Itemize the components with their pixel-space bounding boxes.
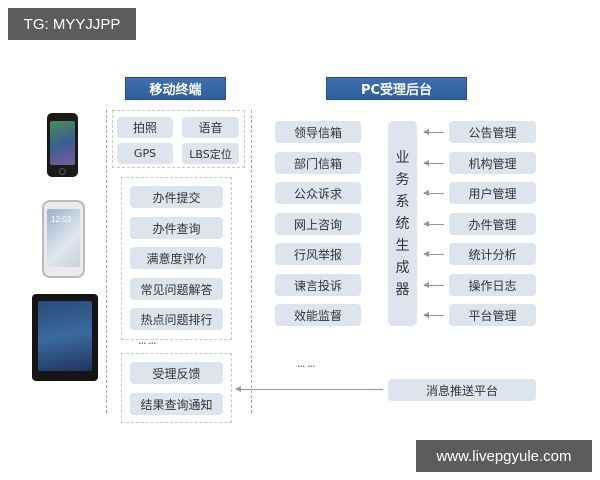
pc-ellipsis: ··· ··· (297, 360, 316, 373)
channel-efficiency-supervision[interactable]: 效能监督 (275, 304, 361, 326)
generator-char: 成 (395, 259, 410, 276)
mgmt-case[interactable]: 办件管理 (449, 213, 536, 235)
iphone-device (47, 113, 78, 177)
clock-text: 12:03 (51, 215, 72, 224)
android-screen: 12:03 (47, 209, 80, 267)
mgmt-platform[interactable]: 平台管理 (449, 304, 536, 326)
mgmt-statistics[interactable]: 统计分析 (449, 243, 536, 265)
channel-dept-mailbox[interactable]: 部门信箱 (275, 152, 361, 174)
push-arrow-left-icon (235, 386, 383, 392)
mobile-left-divider (106, 110, 107, 413)
mgmt-operation-log[interactable]: 操作日志 (449, 274, 536, 296)
generator-char: 务 (395, 171, 410, 188)
function-faq[interactable]: 常见问题解答 (130, 278, 223, 300)
feature-group (112, 110, 245, 168)
watermark-bottom-right: www.livepgyule.com (416, 440, 592, 472)
iphone-screen (50, 121, 75, 165)
ipad-device (32, 294, 98, 381)
mgmt-user[interactable]: 用户管理 (449, 182, 536, 204)
feedback-acceptance[interactable]: 受理反馈 (130, 362, 223, 384)
arrow-left-icon (423, 190, 444, 196)
arrow-left-icon (423, 160, 444, 166)
generator-char: 器 (395, 281, 410, 298)
function-rating[interactable]: 满意度评价 (130, 247, 223, 269)
function-hot-issues[interactable]: 热点问题排行 (130, 308, 223, 330)
feature-voice[interactable]: 语音 (182, 117, 239, 138)
feature-lbs[interactable]: LBS定位 (182, 143, 239, 164)
channel-public-appeal[interactable]: 公众诉求 (275, 182, 361, 204)
function-group (121, 177, 232, 340)
generator-char: 系 (395, 193, 410, 210)
watermark-top-left: TG: MYYJJPP (8, 8, 136, 40)
message-push-platform[interactable]: 消息推送平台 (388, 379, 536, 401)
generator-char: 生 (395, 237, 410, 254)
home-button-icon (59, 168, 66, 175)
arrow-left-icon (423, 282, 444, 288)
generator-char: 业 (395, 149, 410, 166)
channel-complaint[interactable]: 谏言投诉 (275, 274, 361, 296)
arrow-left-icon (423, 251, 444, 257)
android-phone-device: 12:03 (42, 200, 85, 278)
mobile-terminal-header: 移动终端 (125, 77, 226, 100)
generator-char: 统 (395, 215, 410, 232)
arrow-left-icon (423, 221, 444, 227)
feature-gps[interactable]: GPS (117, 143, 173, 164)
mobile-ellipsis: ··· ··· (138, 337, 157, 350)
arrow-left-icon (423, 312, 444, 318)
mobile-right-divider (251, 110, 252, 413)
feature-camera[interactable]: 拍照 (117, 117, 173, 138)
ipad-screen (38, 301, 92, 371)
mgmt-organization[interactable]: 机构管理 (449, 152, 536, 174)
feedback-group (121, 353, 232, 423)
channel-online-consult[interactable]: 网上咨询 (275, 213, 361, 235)
business-system-generator: 业 务 系 统 生 成 器 (388, 121, 417, 326)
pc-backend-header: PC受理后台 (326, 77, 467, 100)
channel-conduct-report[interactable]: 行风举报 (275, 243, 361, 265)
mgmt-announcement[interactable]: 公告管理 (449, 121, 536, 143)
feedback-result-notify[interactable]: 结果查询通知 (130, 393, 223, 415)
function-submit[interactable]: 办件提交 (130, 186, 223, 208)
function-query[interactable]: 办件查询 (130, 217, 223, 239)
channel-leader-mailbox[interactable]: 领导信箱 (275, 121, 361, 143)
arrow-left-icon (423, 129, 444, 135)
